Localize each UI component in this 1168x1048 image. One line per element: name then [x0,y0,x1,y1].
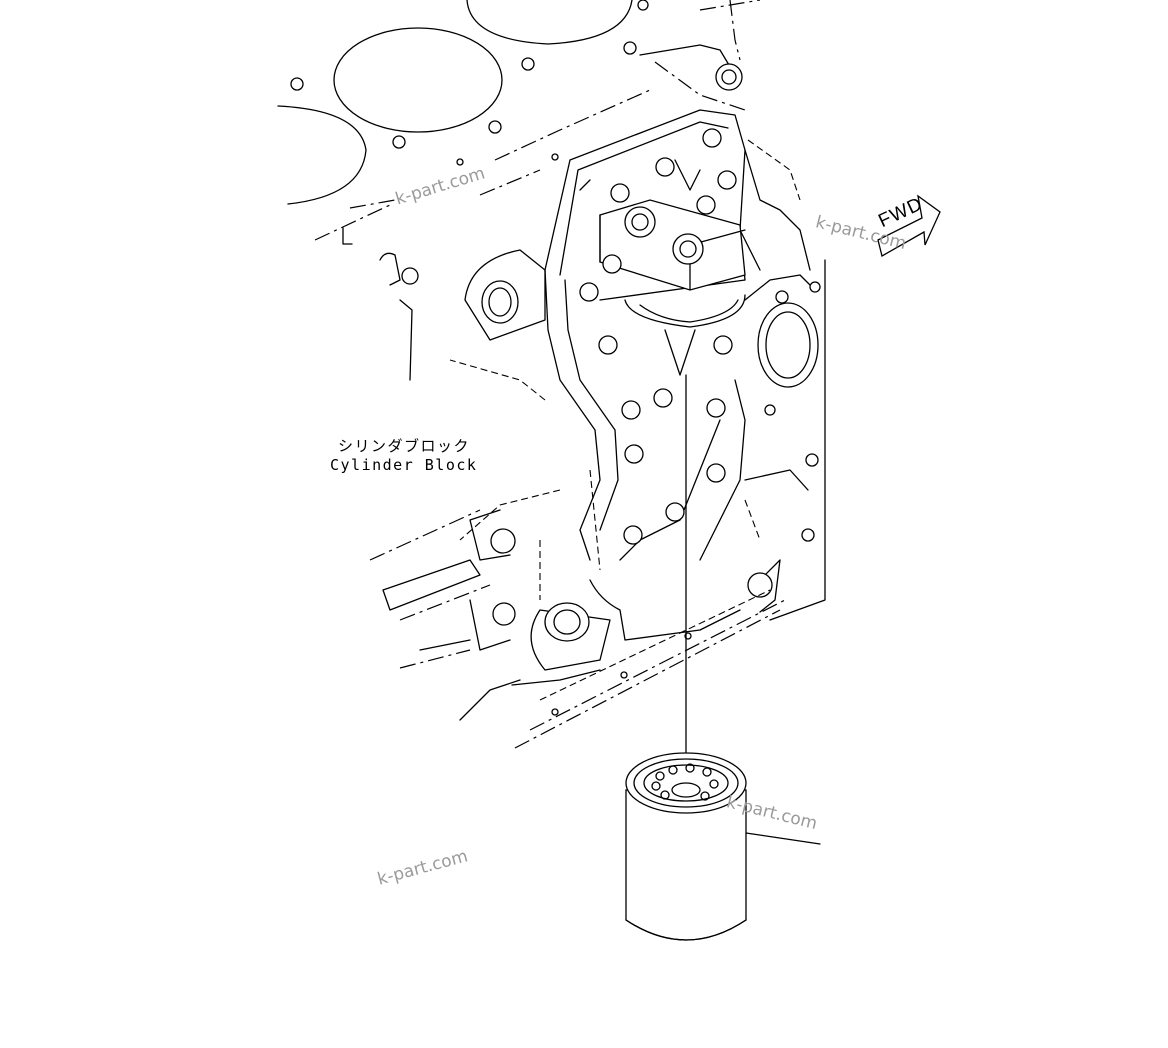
filter-head [599,159,746,376]
part-label-japanese: シリンダブロック [338,437,471,455]
plug-bolt [672,233,704,265]
oil-filter [625,752,821,941]
right-side-port [744,259,826,621]
fwd-arrow-icon [877,194,941,257]
lower-crankcase [369,509,786,749]
part-label-english: Cylinder Block [330,456,478,474]
cylinder-bore [277,105,367,205]
cylinder-bore [333,27,503,133]
bracket-bolts [579,128,737,545]
head-bolt-holes [290,0,649,166]
side-boss [379,249,546,381]
filter-holes [651,763,719,801]
mount-bolt [715,63,743,91]
cylinder-bore [466,0,633,45]
hidden-lines [449,139,801,600]
block-deck-outline [314,0,761,245]
plug-bolt [624,206,656,238]
